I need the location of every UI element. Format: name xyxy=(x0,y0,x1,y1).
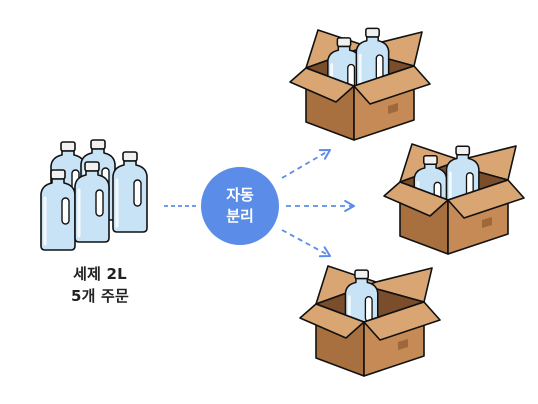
flow-arrows xyxy=(164,148,356,258)
source-caption-quantity: 5개 주문 xyxy=(70,287,130,305)
box-with-one-bottle-icon xyxy=(299,265,441,377)
node-label-line2: 분리 xyxy=(226,207,254,225)
arrow-to-box-top xyxy=(281,148,332,179)
source-caption-product: 세제 2L xyxy=(73,265,127,283)
box-with-two-bottles-icon xyxy=(383,143,525,255)
arrow-to-box-bottom xyxy=(281,229,332,258)
box-with-two-bottles-icon xyxy=(289,26,431,141)
node-label-line1: 자동 xyxy=(226,186,254,204)
bottle-back-right xyxy=(111,150,149,234)
auto-separation-node: 자동 분리 xyxy=(201,167,279,245)
detergent-bottles-group-icon xyxy=(39,138,149,252)
